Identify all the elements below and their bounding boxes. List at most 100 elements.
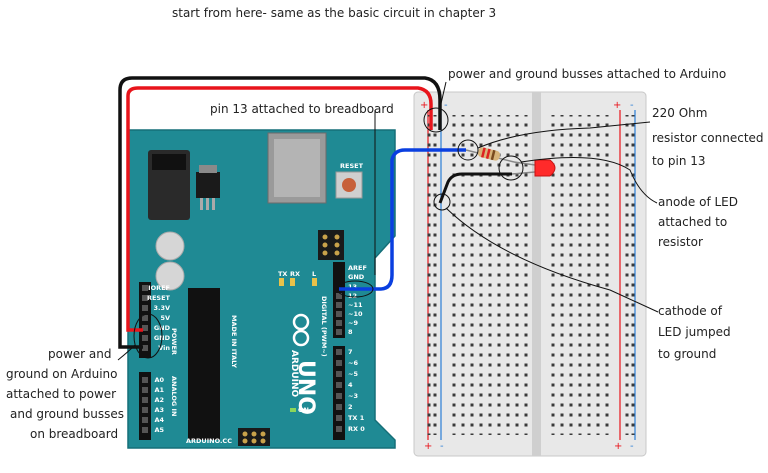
on-led <box>290 408 296 412</box>
header-pin <box>336 360 342 366</box>
annotation-resistor-line-2: resistor connected <box>652 131 764 145</box>
cathode-jumper-wire <box>438 172 512 204</box>
pin-label: A1 <box>154 386 164 394</box>
uno-label: UNO <box>293 360 318 415</box>
annotation-power-ground-line-3: attached to power <box>6 387 116 401</box>
annotation-anode: anode of LED attached to resistor <box>658 195 738 249</box>
header-pin <box>336 311 342 317</box>
pin-label: ~9 <box>348 319 358 327</box>
pin-label: GND <box>154 324 171 332</box>
voltage-regulator <box>196 172 220 198</box>
reset-label: RESET <box>340 162 364 170</box>
header-pin <box>142 417 148 423</box>
header-pin <box>336 404 342 410</box>
header-pin <box>142 345 148 351</box>
header-pin <box>336 382 342 388</box>
minus-bottom-right: - <box>630 441 634 452</box>
plus-bottom-left: + <box>424 441 432 452</box>
pin-label: ~6 <box>348 359 358 367</box>
pin-label: A3 <box>154 406 164 414</box>
arduino-uno-board: RESET TX RX L ON ARDUINO <box>127 129 396 449</box>
header-pin <box>142 397 148 403</box>
pin-label: 7 <box>348 348 353 356</box>
pin-label: 2 <box>348 403 353 411</box>
minus-top-left: - <box>444 100 448 111</box>
made-in-italy: MADE IN ITALY <box>230 315 238 368</box>
plus-top-right: + <box>613 100 621 111</box>
digital-header-bottom: 7 ~6 ~5 4 ~3 2 TX 1 RX 0 <box>333 346 365 440</box>
minus-bottom-left: - <box>440 441 444 452</box>
icsp-header-top <box>318 230 344 260</box>
header-pin <box>142 407 148 413</box>
header-pin <box>336 393 342 399</box>
icsp-header-bottom <box>238 428 270 446</box>
header-pin <box>336 320 342 326</box>
atmega-chip <box>188 288 220 440</box>
header-pin <box>142 285 148 291</box>
pin-label: ~3 <box>348 392 358 400</box>
pin-label: A0 <box>154 376 164 384</box>
header-pin <box>336 349 342 355</box>
pin-label: 3.3V <box>153 304 170 312</box>
tx-label: TX <box>278 270 287 278</box>
header-pin <box>142 427 148 433</box>
rx-label: RX <box>290 270 300 278</box>
annotation-cathode: cathode of LED jumped to ground <box>658 304 731 361</box>
pin-label: IOREF <box>148 284 170 292</box>
header-pin <box>336 293 342 299</box>
annotation-anode-line-3: resistor <box>658 235 703 249</box>
power-wire <box>126 86 433 332</box>
pin-label: A2 <box>154 396 164 404</box>
pin13-label: 13 <box>348 283 357 291</box>
on-label: ON <box>298 406 309 414</box>
header-pin <box>142 387 148 393</box>
pin-label: 4 <box>348 381 353 389</box>
arduino-logo: ARDUINO <box>289 313 310 398</box>
pin-label: 5V <box>160 314 170 322</box>
header-pin <box>142 335 148 341</box>
header-pin <box>336 302 342 308</box>
digital-header-top: AREF GND 13 12~11~10~98 <box>333 262 367 338</box>
annotation-resistor-line-1: 220 Ohm <box>652 106 707 120</box>
pin-label: 8 <box>348 328 353 336</box>
brand-label: ARDUINO <box>289 350 299 398</box>
annotation-power-ground-line-5: on breadboard <box>30 427 118 441</box>
aref-label: AREF <box>348 264 367 272</box>
annotation-power-ground-line-1: power and <box>48 347 111 361</box>
ground-wire <box>118 76 442 349</box>
pin-label: TX 1 <box>348 414 365 422</box>
capacitor-1 <box>155 231 185 261</box>
pin-label: A4 <box>154 416 164 424</box>
header-pin <box>142 295 148 301</box>
annotation-cathode-line-3: to ground <box>658 347 716 361</box>
plus-top-left: + <box>420 100 428 111</box>
annotation-pin13: pin 13 attached to breadboard <box>210 102 394 116</box>
analog-label: ANALOG IN <box>170 376 178 416</box>
header-pin <box>142 315 148 321</box>
gnd-label-digital: GND <box>348 273 365 281</box>
annotation-cathode-line-2: LED jumped <box>658 325 731 339</box>
pin13-wire <box>339 148 466 291</box>
plus-bottom-right: + <box>614 441 622 452</box>
annotation-resistor: 220 Ohm resistor connected to pin 13 <box>652 106 764 168</box>
pin-label: ~5 <box>348 370 358 378</box>
capacitor-2 <box>155 261 185 291</box>
pin-label: ~11 <box>348 301 363 309</box>
annotation-anode-line-1: anode of LED <box>658 195 738 209</box>
minus-top-right: - <box>630 100 634 111</box>
callouts <box>117 81 659 361</box>
l-label: L <box>312 270 316 278</box>
header-pin <box>336 415 342 421</box>
annotation-power-ground-line-2: ground on Arduino <box>6 367 117 381</box>
pin-label: ~10 <box>348 310 363 318</box>
header-pin <box>142 377 148 383</box>
pin-label: RX 0 <box>348 425 365 433</box>
header-pin <box>336 329 342 335</box>
header-pin <box>336 371 342 377</box>
led-red <box>511 159 556 177</box>
pin-label: Vin <box>158 344 170 352</box>
digital-label: DIGITAL (PWM~) <box>320 296 328 357</box>
pin-label: RESET <box>147 294 171 302</box>
